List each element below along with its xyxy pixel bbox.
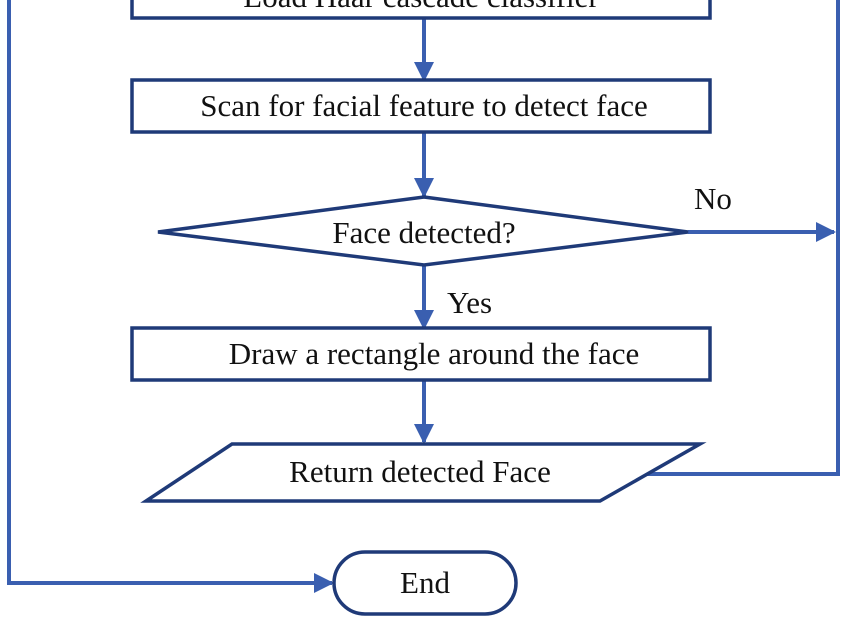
process-scan-face: Scan for facial feature to detect face [130,78,712,134]
end-label: End [400,565,450,600]
decision-label: Face detected? [332,215,515,250]
terminator-end: End [332,550,518,616]
loop-left-to-end [7,0,334,593]
draw-rectangle-label: Draw a rectangle around the face [229,336,640,371]
load-classifier-label: Load Haar cascade classifier [243,0,599,14]
io-return-face: Return detected Face [140,442,707,503]
decision-face-detected: Face detected? [157,195,689,267]
process-draw-rectangle: Draw a rectangle around the face [130,326,712,382]
process-load-classifier: Load Haar cascade classifier [130,0,712,20]
edge-label-yes: Yes [447,285,492,320]
return-face-label: Return detected Face [289,454,551,489]
edge-label-no: No [694,181,732,216]
scan-face-label: Scan for facial feature to detect face [200,88,648,123]
loop-output-back [640,0,840,476]
